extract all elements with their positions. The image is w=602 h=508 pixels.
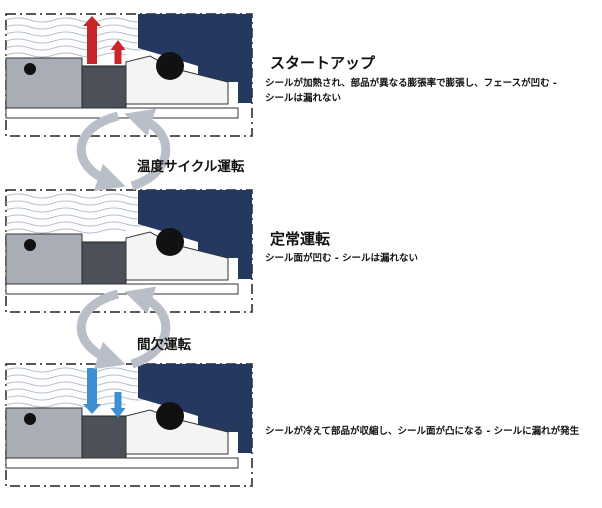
o-ring-left: [24, 413, 36, 425]
stage-desc-startup-line1: シールが加熱され、部品が異なる膨張率で膨張し、フェースが凹む -: [265, 78, 557, 89]
stage-desc-steady: シール面が凹む - シールは漏れない: [265, 253, 419, 264]
stationary-ring-gray: [81, 65, 127, 109]
o-ring-right: [156, 402, 184, 430]
expansion-arrow-small: [110, 40, 126, 64]
fluid-waves: [5, 17, 151, 58]
stage-heading-startup: スタートアップ: [270, 54, 376, 72]
rotating-face-white: [125, 55, 229, 105]
seal-panel-cooled: [5, 363, 253, 487]
stationary-ring-gray: [81, 241, 127, 285]
cycle-arrow-up: [124, 286, 171, 369]
cycle-arrow-down: [76, 289, 126, 370]
cycle-label-temperature: 温度サイクル運転: [137, 159, 245, 175]
contraction-arrow-large: [83, 368, 101, 414]
stage-heading-steady: 定常運転: [270, 230, 331, 248]
cycle-arrow-down: [76, 111, 126, 192]
seal-panel-startup: [5, 13, 253, 137]
o-ring-left: [24, 239, 36, 251]
expansion-arrows: [83, 16, 126, 64]
shaft-lower: [5, 283, 239, 295]
stage-desc-cooled: シールが冷えて部品が収縮し、シール面が凸になる - シールに漏れが発生: [265, 426, 580, 437]
contraction-arrow-small: [110, 392, 126, 418]
expansion-arrow-large: [83, 16, 101, 64]
rotating-face-white: [125, 409, 229, 455]
stage-desc-startup-line2: シールは漏れない: [265, 93, 342, 104]
shaft-lower: [5, 457, 239, 469]
cycle-arrows-intermittent: [76, 286, 171, 370]
rotating-face-white: [125, 231, 229, 281]
shaft-lower: [5, 107, 239, 119]
fluid-waves: [5, 367, 151, 408]
cycle-arrow-up: [124, 108, 171, 191]
o-ring-left: [24, 63, 36, 75]
cycle-label-intermittent: 間欠運転: [137, 337, 191, 353]
cycle-arrows-temperature: [76, 108, 171, 192]
o-ring-right: [156, 228, 184, 256]
stationary-ring-gray: [81, 415, 127, 459]
seal-panel-steady: [5, 189, 253, 313]
o-ring-right: [156, 52, 184, 80]
contraction-arrows: [83, 368, 126, 418]
fluid-waves: [5, 193, 151, 234]
